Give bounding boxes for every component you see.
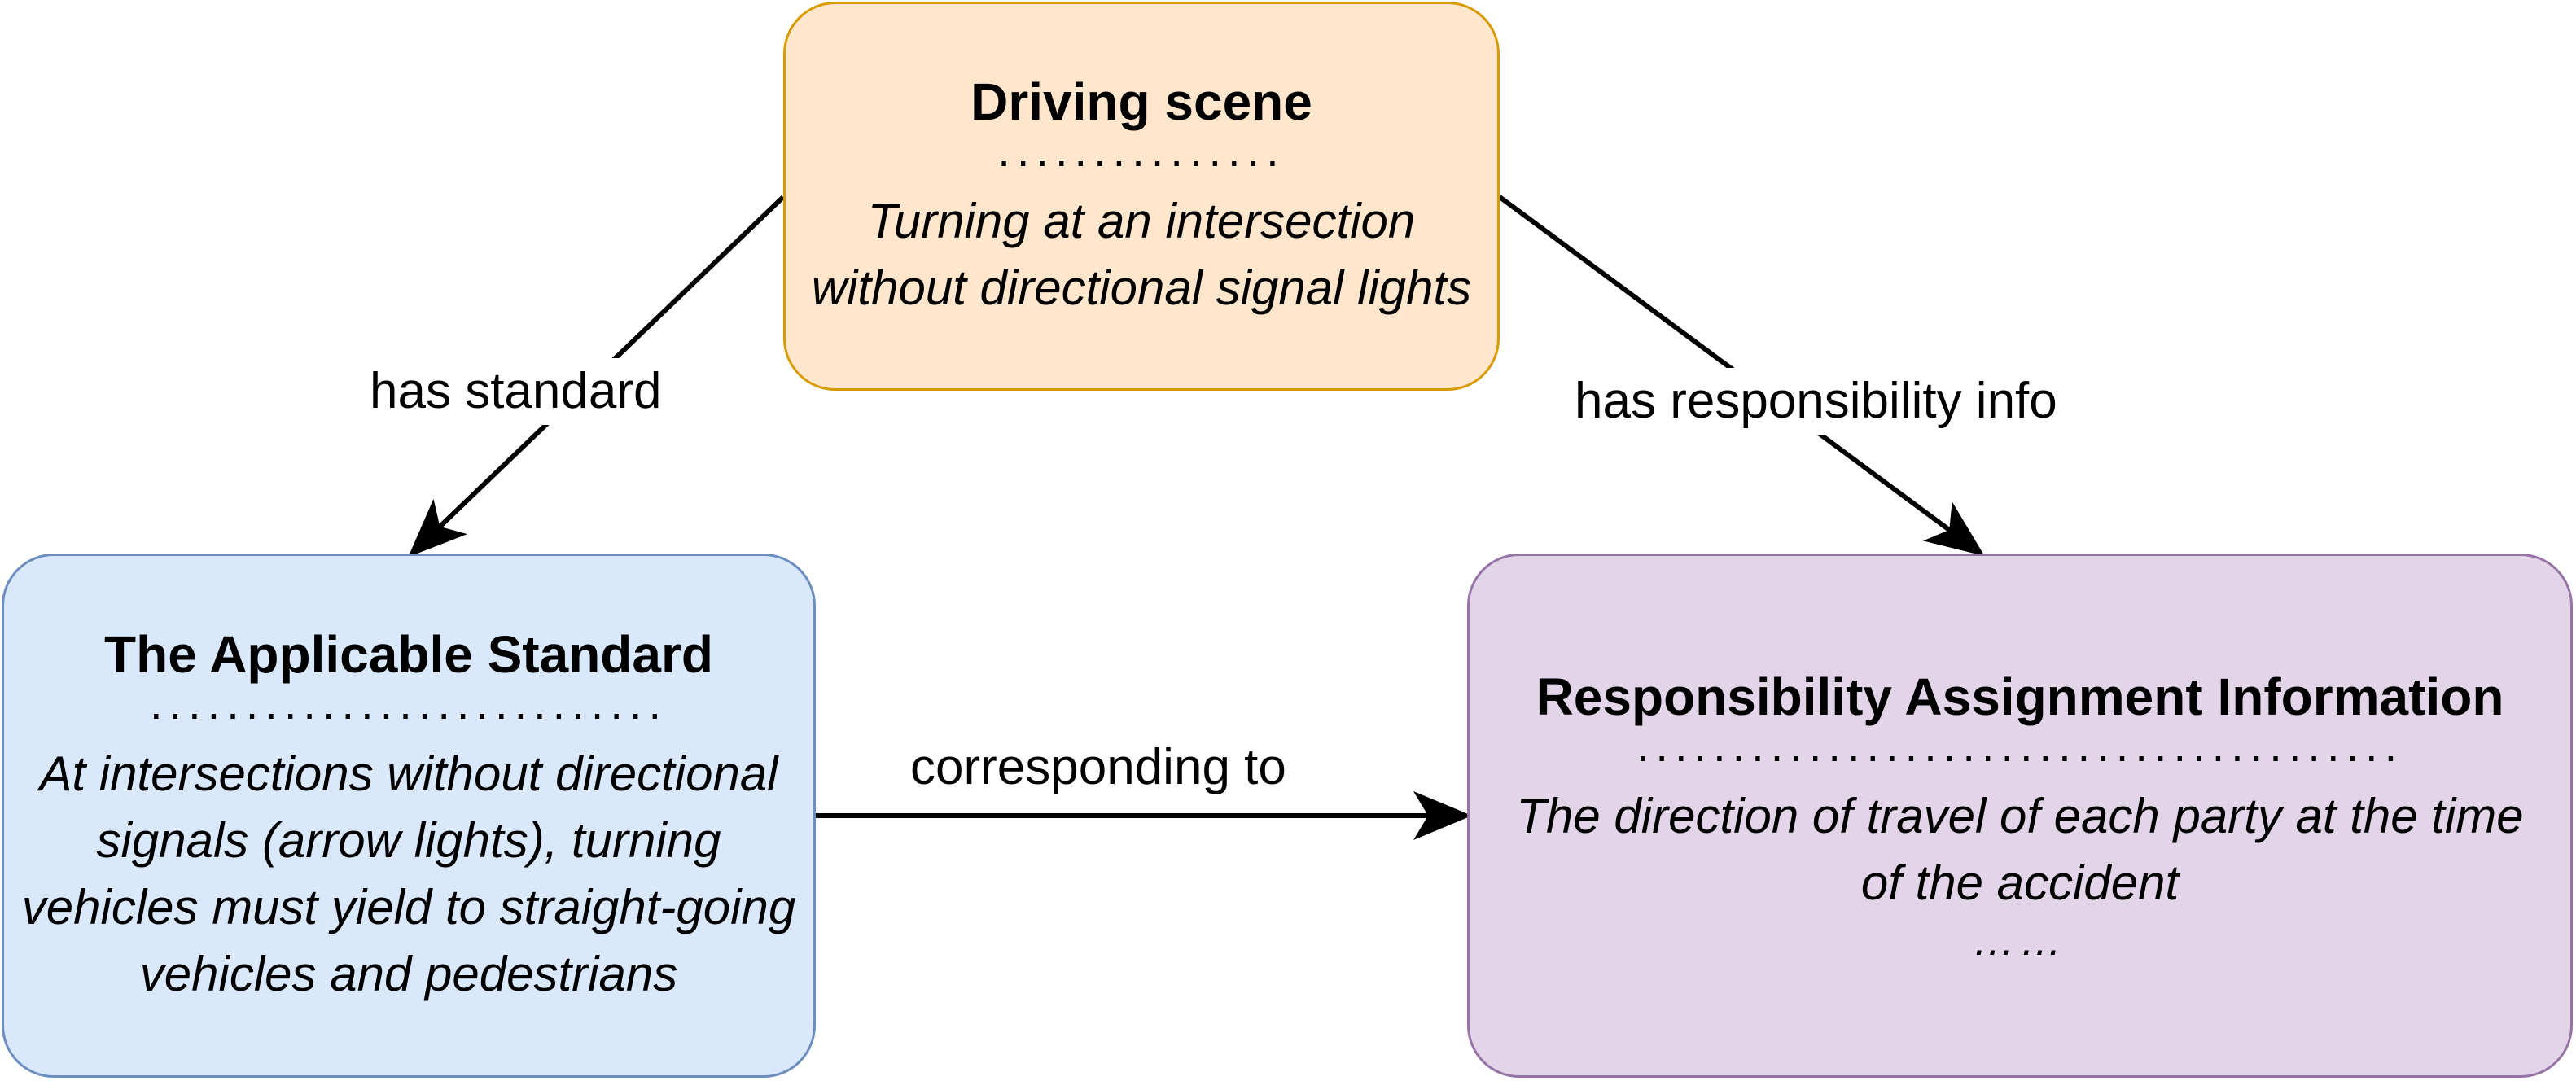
node-description: At intersections without directional sig…	[21, 746, 796, 1002]
dotted-separator: ........................................	[1636, 720, 2404, 772]
dotted-separator: ...............	[997, 125, 1286, 177]
node-title: The Applicable Standard	[104, 624, 713, 684]
ellipsis-more: ……	[1973, 917, 2067, 965]
node-description: The direction of travel of each party at…	[1516, 789, 2524, 911]
edge-label-has-standard: has standard	[363, 358, 668, 425]
edge-label-corresponding: corresponding to	[910, 739, 1286, 795]
node-driving-scene: Driving scene ............... Turning at…	[783, 2, 1500, 391]
node-responsibility-info: Responsibility Assignment Information ..…	[1467, 554, 2573, 1078]
node-description: Turning at an intersection without direc…	[811, 194, 1472, 316]
node-title: Driving scene	[970, 72, 1312, 131]
node-applicable-standard: The Applicable Standard ................…	[2, 554, 816, 1078]
node-title: Responsibility Assignment Information	[1536, 667, 2504, 726]
dotted-separator: ...........................	[149, 677, 668, 729]
edge-label-has-responsibility: has responsibility info	[1568, 368, 2064, 435]
